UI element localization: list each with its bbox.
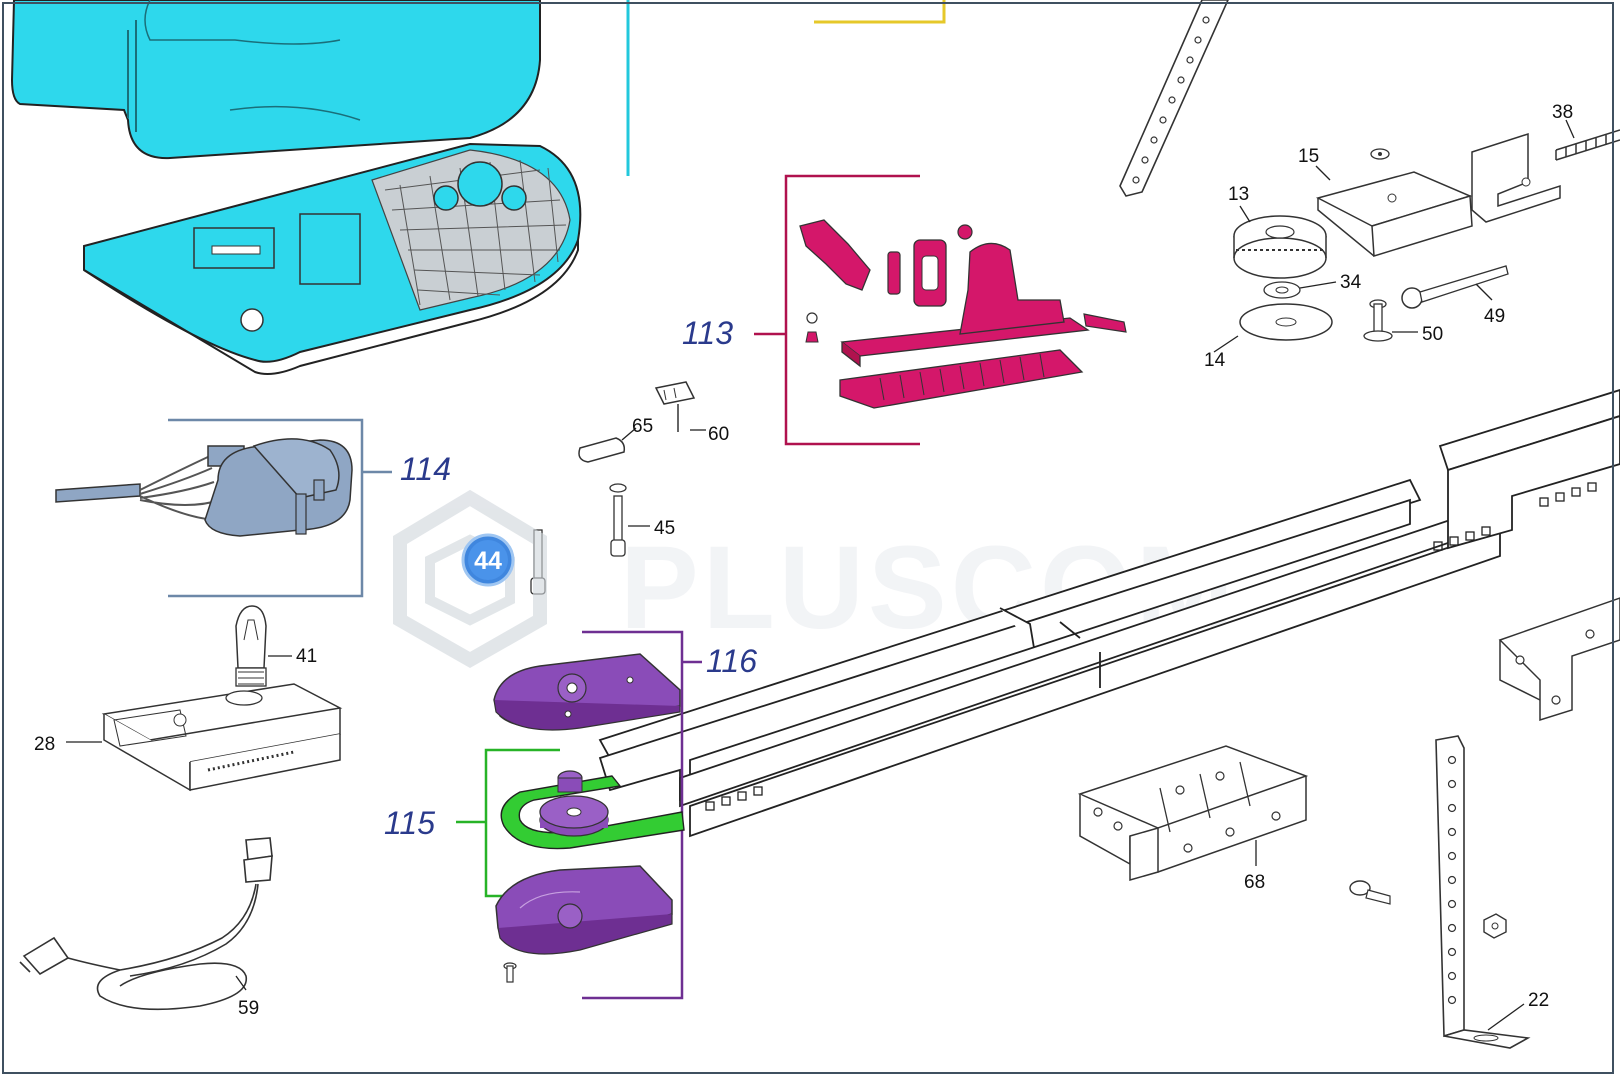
part-68-support-bracket[interactable] [1077, 745, 1309, 881]
hotspot-44-label: 44 [474, 547, 502, 575]
part-15-plate[interactable] [1315, 148, 1473, 257]
nut-right[interactable] [1483, 913, 1507, 939]
group-label-114[interactable]: 114 [400, 451, 451, 487]
hotspot-44[interactable]: 44 [461, 533, 515, 587]
part-number-34[interactable]: 34 [1340, 272, 1362, 293]
part-number-15[interactable]: 15 [1298, 146, 1319, 167]
part-38-bracket-spring[interactable] [1471, 129, 1620, 223]
part-number-65[interactable]: 65 [632, 416, 653, 437]
part-number-14[interactable]: 14 [1204, 350, 1226, 371]
belt-pulley-assembly[interactable] [500, 770, 685, 850]
screw-bolt-right[interactable] [1349, 880, 1391, 905]
part-49-pin[interactable] [1401, 265, 1509, 309]
base-plate[interactable] [83, 142, 582, 375]
part-60-clip[interactable] [654, 381, 696, 432]
rail-track[interactable] [598, 389, 1620, 838]
part-45-bolt[interactable] [609, 483, 627, 557]
part-22-l-bracket[interactable] [1435, 735, 1531, 1049]
part-number-49[interactable]: 49 [1484, 306, 1505, 327]
rail-holes [705, 482, 1597, 811]
group-label-116[interactable]: 116 [706, 643, 757, 679]
motor-assembly[interactable] [55, 438, 353, 537]
part-number-41[interactable]: 41 [296, 646, 317, 667]
screw-small[interactable] [503, 962, 517, 983]
part-41-bulb[interactable] [235, 605, 267, 687]
hanging-strap-top[interactable] [1119, 0, 1229, 197]
bracket-113 [754, 174, 920, 446]
group-label-115[interactable]: 115 [384, 805, 435, 841]
cover-housing[interactable] [10, 0, 541, 160]
part-13-gear[interactable] [1233, 215, 1327, 279]
part-number-59[interactable]: 59 [238, 998, 259, 1019]
part-number-38[interactable]: 38 [1552, 102, 1573, 123]
part-number-13[interactable]: 13 [1228, 184, 1249, 205]
part-number-60[interactable]: 60 [708, 424, 729, 445]
bracket-right-partial[interactable] [1498, 597, 1620, 722]
trolley-assembly[interactable] [799, 219, 1127, 409]
group-label-113[interactable]: 113 [682, 315, 733, 351]
part-number-22[interactable]: 22 [1528, 990, 1549, 1011]
part-28-lamp-board[interactable] [101, 683, 343, 792]
part-number-28[interactable]: 28 [34, 734, 55, 755]
part-34-bearing[interactable] [1263, 281, 1301, 299]
part-number-45[interactable]: 45 [654, 518, 675, 539]
part-number-50[interactable]: 50 [1422, 324, 1443, 345]
bracket-114 [168, 418, 392, 598]
part-number-68[interactable]: 68 [1244, 872, 1265, 893]
part-65-pin[interactable] [578, 437, 626, 463]
part-59-power-cord[interactable] [19, 837, 273, 1011]
base-plate-116[interactable] [495, 865, 673, 955]
yellow-bracket [814, 0, 946, 24]
part-14-washer[interactable] [1239, 303, 1333, 341]
part-50-bolt[interactable] [1363, 299, 1393, 342]
cover-plate-116[interactable] [493, 653, 681, 731]
